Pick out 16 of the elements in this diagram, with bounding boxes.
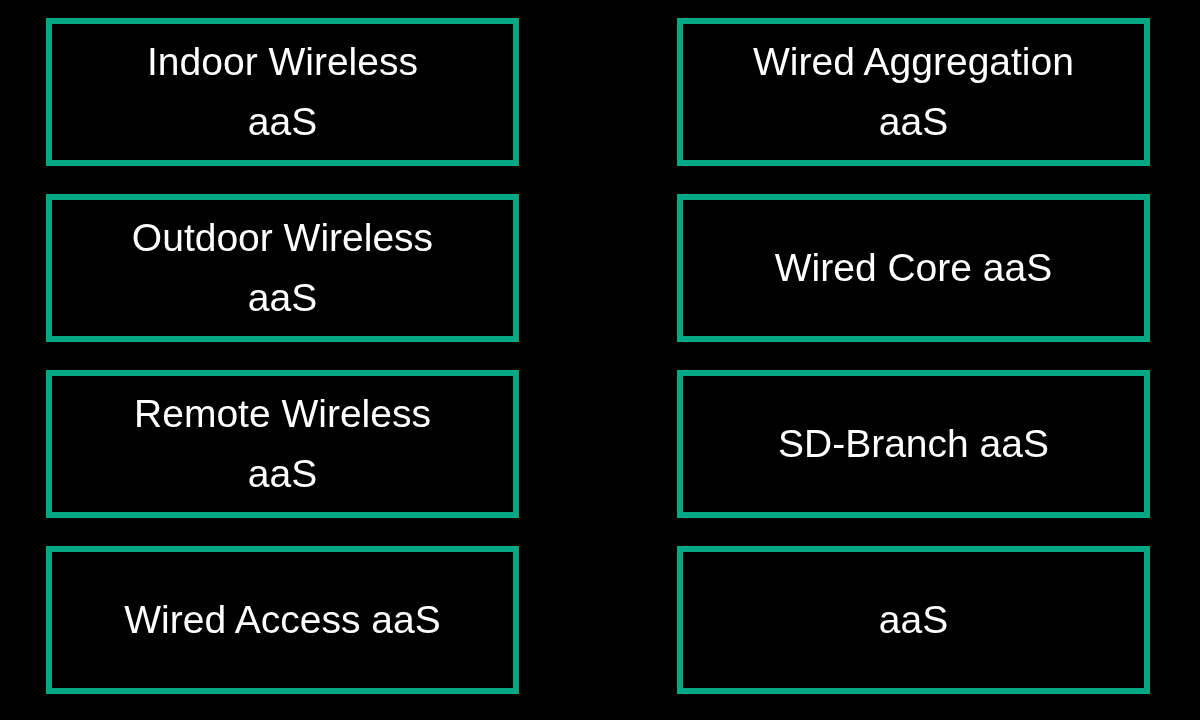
service-box — [677, 546, 1150, 694]
service-name: SD-Branch aaS — [778, 420, 1049, 467]
service-box — [677, 18, 1150, 166]
service-name: Wired Access aaS — [124, 596, 441, 643]
service-box — [46, 18, 519, 166]
service-name: aaS — [878, 596, 949, 643]
service-box — [46, 546, 519, 694]
service-box — [46, 370, 519, 518]
service-name: Outdoor Wireless aaS — [130, 214, 435, 321]
service-name: Wired Aggregation aaS — [752, 38, 1075, 145]
service-box — [46, 194, 519, 342]
service-name: Remote Wireless aaS — [133, 390, 432, 497]
service-box — [677, 370, 1150, 518]
service-box — [677, 194, 1150, 342]
service-name: Indoor Wireless aaS — [146, 38, 419, 145]
service-name: Wired Core aaS — [774, 244, 1053, 291]
